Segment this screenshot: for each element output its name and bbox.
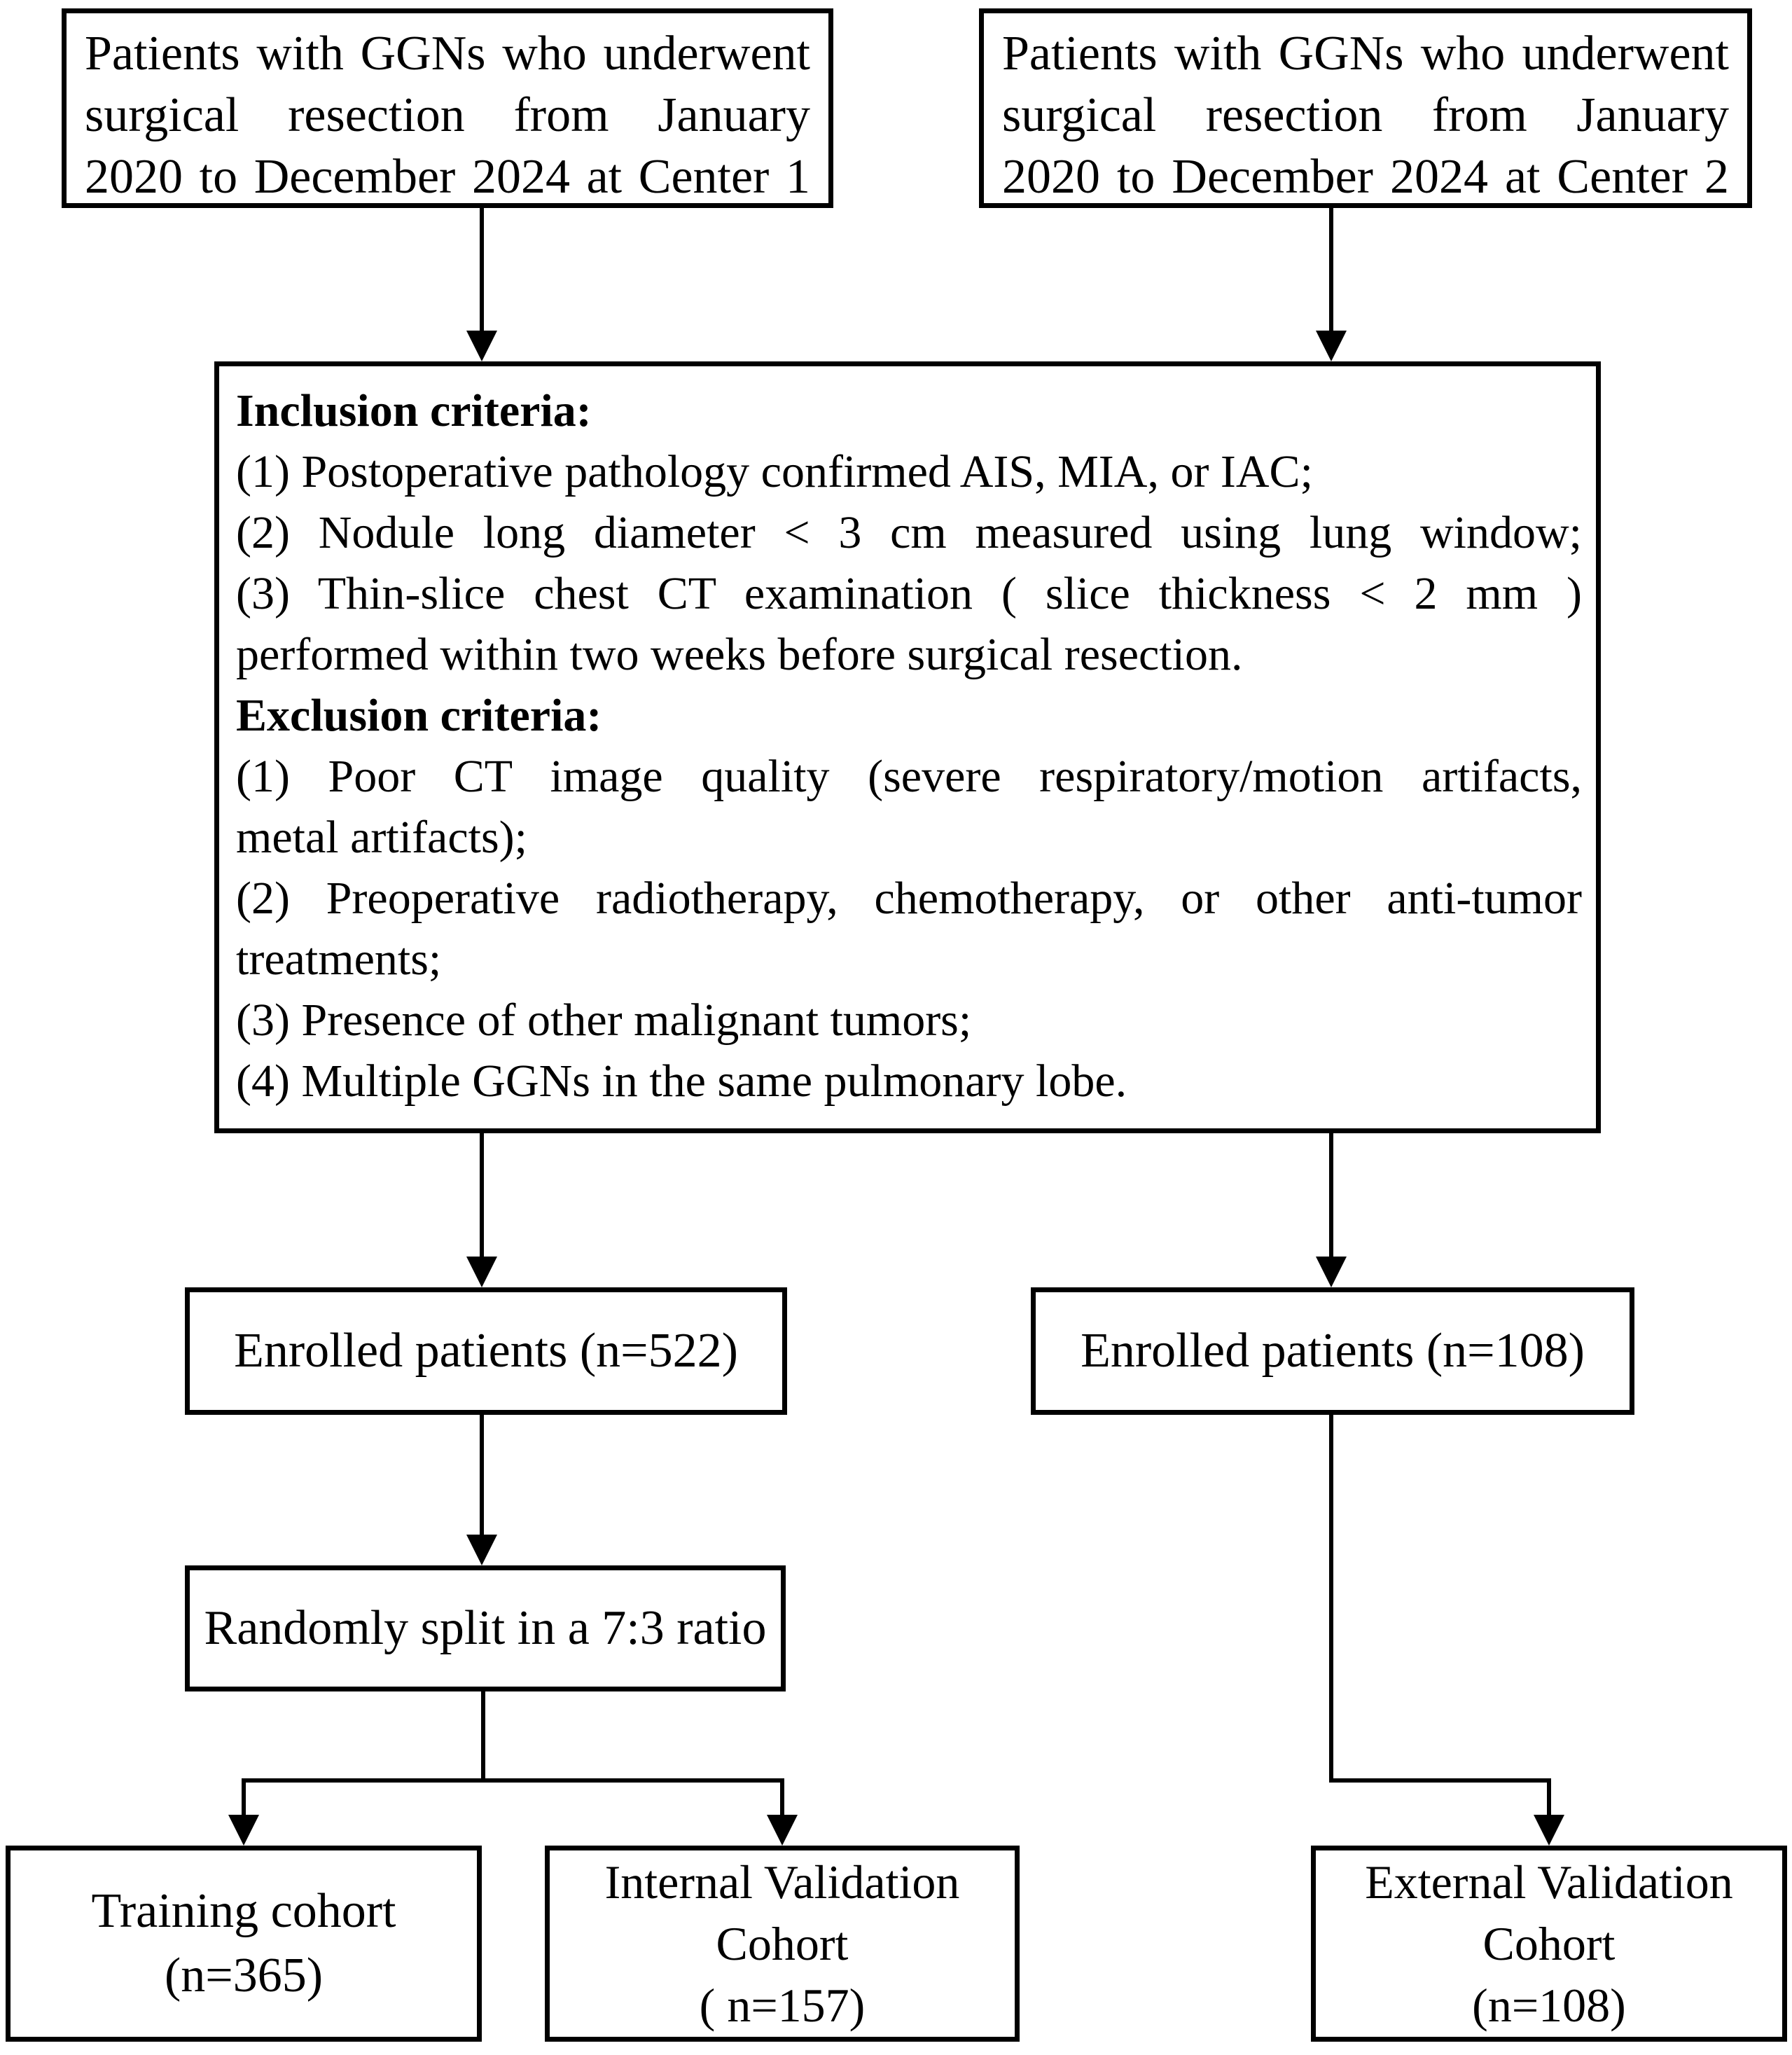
center1-line: 2020 to December 2024 at Center 1: [85, 150, 810, 204]
center1-line: surgical resection from January: [85, 88, 810, 142]
center1-line: Patients with GGNs who underwent: [85, 27, 810, 81]
enrolled-center2-box: Enrolled patients (n=108): [1031, 1287, 1634, 1415]
connector-line: [242, 1778, 246, 1818]
random-split-label: Randomly split in a 7:3 ratio: [204, 1601, 767, 1655]
arrow-down-icon: [1316, 1257, 1347, 1287]
arrow-down-icon: [466, 1535, 497, 1565]
center2-patients-box: Patients with GGNs who underwent surgica…: [979, 8, 1752, 208]
internal-validation-box: Internal Validation Cohort ( n=157): [545, 1846, 1020, 2042]
internal-validation-line: Cohort: [716, 1917, 849, 1970]
connector-line: [1329, 1133, 1333, 1257]
external-validation-line: Cohort: [1482, 1917, 1616, 1970]
criteria-line: (1) Postoperative pathology confirmed AI…: [236, 446, 1313, 497]
external-validation-line: External Validation: [1365, 1855, 1733, 1909]
arrow-down-icon: [767, 1815, 798, 1846]
center2-line: Patients with GGNs who underwent: [1002, 27, 1729, 81]
connector-line: [480, 208, 484, 331]
connector-line: [1329, 1778, 1551, 1783]
enrolled-center1-label: Enrolled patients (n=522): [234, 1324, 738, 1378]
connector-line: [780, 1778, 784, 1818]
training-cohort-line: Training cohort: [91, 1884, 396, 1938]
random-split-box: Randomly split in a 7:3 ratio: [185, 1565, 786, 1691]
training-cohort-box: Training cohort (n=365): [6, 1846, 482, 2042]
arrow-down-icon: [1316, 331, 1347, 361]
arrow-down-icon: [1534, 1815, 1564, 1846]
connector-line: [1547, 1778, 1551, 1818]
connector-line: [1329, 208, 1333, 331]
arrow-down-icon: [228, 1815, 259, 1846]
center2-line: 2020 to December 2024 at Center 2: [1002, 150, 1729, 204]
external-validation-box: External Validation Cohort (n=108): [1311, 1846, 1787, 2042]
external-validation-line: (n=108): [1472, 1979, 1626, 2032]
exclusion-criteria-title: Exclusion criteria:: [236, 690, 602, 741]
connector-line: [480, 1133, 484, 1257]
arrow-down-icon: [466, 331, 497, 361]
enrolled-center1-box: Enrolled patients (n=522): [185, 1287, 787, 1415]
connector-line: [242, 1778, 784, 1783]
criteria-line: (2) Preoperative radiotherapy, chemother…: [236, 873, 1582, 924]
criteria-line: treatments;: [236, 934, 442, 985]
criteria-line: performed within two weeks before surgic…: [236, 629, 1243, 680]
connector-line: [481, 1691, 485, 1780]
arrow-down-icon: [466, 1257, 497, 1287]
center2-line: surgical resection from January: [1002, 88, 1729, 142]
training-cohort-line: (n=365): [164, 1949, 324, 2002]
criteria-box: Inclusion criteria: (1) Postoperative pa…: [214, 361, 1601, 1133]
internal-validation-line: Internal Validation: [604, 1855, 960, 1909]
criteria-line: (1) Poor CT image quality (severe respir…: [236, 751, 1582, 802]
criteria-line: (3) Thin-slice chest CT examination ( sl…: [236, 568, 1582, 619]
inclusion-criteria-title: Inclusion criteria:: [236, 385, 592, 436]
connector-line: [480, 1415, 484, 1535]
criteria-line: (2) Nodule long diameter < 3 cm measured…: [236, 507, 1582, 558]
center1-patients-box: Patients with GGNs who underwent surgica…: [62, 8, 833, 208]
connector-line: [1329, 1415, 1333, 1780]
criteria-line: metal artifacts);: [236, 812, 527, 863]
criteria-line: (3) Presence of other malignant tumors;: [236, 995, 972, 1046]
enrolled-center2-label: Enrolled patients (n=108): [1081, 1324, 1585, 1378]
internal-validation-line: ( n=157): [699, 1979, 866, 2032]
criteria-line: (4) Multiple GGNs in the same pulmonary …: [236, 1056, 1127, 1107]
